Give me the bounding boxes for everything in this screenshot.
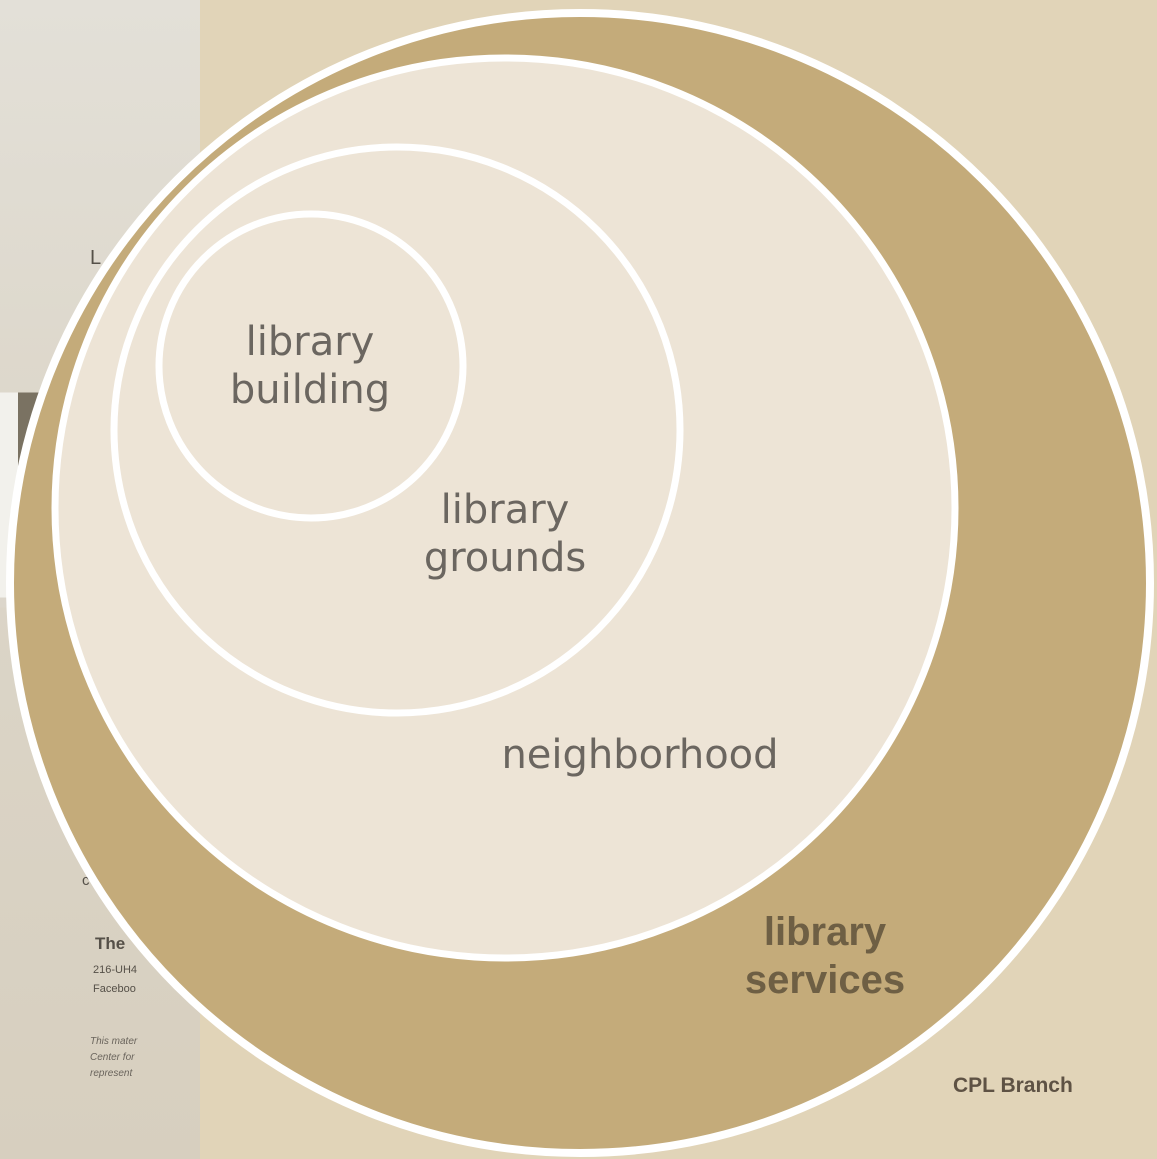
label-line: library [440,487,570,533]
fragment-fine-print: This mater [90,1036,138,1047]
ring-library-building [155,210,467,522]
label-line: library [245,319,375,365]
caption-cpl-branch: CPL Branch [953,1074,1073,1097]
fragment-fine-print: Center for [90,1052,135,1063]
label-neighborhood: neighborhood [455,731,825,779]
label-line: neighborhood [501,732,779,778]
fragment-letter: L [90,247,102,269]
label-line: building [229,367,391,413]
label-line: services [744,958,906,1002]
label-library-grounds: library grounds [385,486,625,582]
fragment-heading: The [95,934,126,953]
label-line: grounds [423,535,587,581]
fragment-social: Faceboo [93,983,136,995]
fragment-small-letter: c [82,872,90,889]
label-library-services: library services [700,908,950,1004]
fragment-phone: 216-UH4 [93,964,138,976]
fragment-fine-print: represent [90,1068,133,1079]
label-library-building: library building [190,318,430,414]
label-line: library [763,910,887,954]
